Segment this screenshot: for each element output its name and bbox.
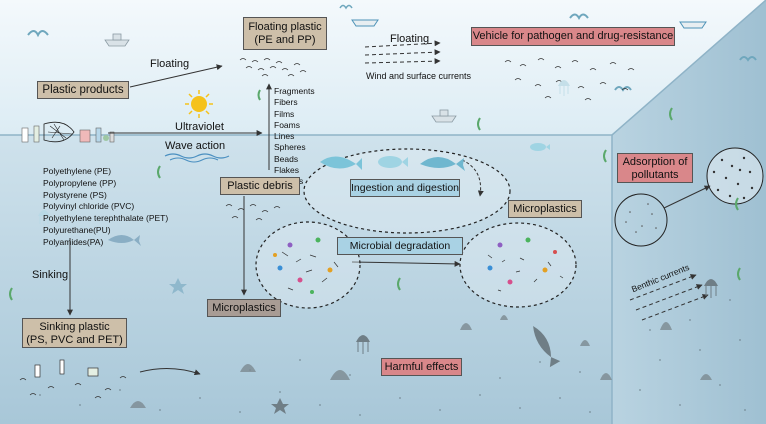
ship-icon [679,21,707,29]
microplastics-left-text: Microplastics [212,302,276,314]
polymer-list: Polyethylene (PE) Polypropylene (PP) Pol… [43,166,168,249]
sinking-debris-icon [19,359,127,399]
fragment-type: Fragments [274,86,315,96]
fragment-type-list: Fragments Fibers Films Foams Lines Spher… [274,86,315,188]
adsorption-box: Adsorption of pollutants [617,153,693,183]
ship-icon [351,19,379,27]
microplastic-fragments [281,251,564,292]
clean-microplastic-particles [625,203,657,233]
sinking-debris-arrow [139,368,201,376]
ingestion-flow-arrow [461,159,484,197]
fish-icon [530,143,550,151]
polymer-item: Polyurethane(PU) [43,224,111,235]
bird-icon [569,13,589,21]
microplastics-right-box: Microplastics [508,200,582,218]
adsorption-polluted-circle [706,147,764,205]
degradation-arrow [351,260,461,267]
microbial-degradation-box: Microbial degradation [337,237,463,255]
bird-icon [339,4,353,10]
bird-icon [27,30,49,38]
polymer-item: Polyethylene (PE) [43,166,112,176]
ship-icon [104,33,130,47]
polymer-item: Polyvinyl chloride (PVC) [43,201,135,212]
starfish-icon [271,398,289,414]
plastic-products-text: Plastic products [42,84,124,96]
fragment-type: Fibers [274,97,298,108]
side-water-body [612,0,766,424]
adsorption-clean-circle [614,193,668,247]
adsorption-link [663,185,711,209]
seaweed-icon [9,89,741,301]
jellyfish-icon [38,210,50,226]
floating-arrow [129,64,223,88]
floating-debris-icon [504,58,635,101]
fragment-type: Lines [274,131,295,142]
plastic-debris-box: Plastic debris [220,177,300,195]
adsorption-title: Adsorption of [622,156,688,168]
fragment-type: Foams [274,119,300,130]
wave-icon [164,153,230,159]
degradation-right-ellipse [459,222,577,308]
plastic-products-box: Plastic products [37,81,129,99]
jellyfish-icon [356,335,370,354]
polymer-item: Polyamides(PA) [43,236,104,247]
cube-edge-diagonal [611,0,766,136]
whale-icon [108,235,141,246]
microplastics-right-text: Microplastics [513,203,577,215]
jellyfish-icon [704,279,718,298]
fragment-type: Spheres [274,142,306,153]
debris-fragments [225,204,281,221]
adsorption-subtitle: pollutants [631,169,679,181]
sinking-plastic-types: (PS, PVC and PET) [26,334,123,346]
harmful-effects-text: Harmful effects [384,361,459,373]
degradation-left-ellipse [255,221,361,309]
floating-plastic-box: Floating plastic (PE and PP) [243,17,327,50]
ship-icon [431,109,457,123]
fragment-type: Beads [274,153,299,164]
sinking-plastic-box: Sinking plastic (PS, PVC and PET) [22,318,127,348]
polymer-item: Polypropylene (PP) [43,177,117,188]
wave-action-label: Wave action [165,140,226,152]
vehicle-box: Vehicle for pathogen and drug-resistance [471,27,675,46]
bird-icon [739,56,757,62]
wind-current-arrows [364,40,441,65]
seabed-silhouettes [130,315,712,408]
sinking-plastic-title: Sinking plastic [39,321,110,333]
floating-debris-icon [239,58,307,77]
jellyfish-icon [558,80,570,96]
microplastics-left-box: Microplastics [207,299,281,317]
vehicle-text: Vehicle for pathogen and drug-resistance [472,30,674,42]
bird-icon [614,86,632,92]
pollutant-particles [712,156,754,200]
floating-top-label: Floating [390,33,430,45]
sinking-label: Sinking [32,269,69,281]
fragment-type: Flakes [274,165,300,176]
wave-icon [169,157,219,163]
ultraviolet-label: Ultraviolet [175,121,224,133]
polymer-item: Polystyrene (PS) [43,189,107,200]
fish-icon [320,156,362,170]
debris-pile-icon [21,121,115,143]
ingestion-box: Ingestion and digestion [350,179,460,197]
microbial-degradation-text: Microbial degradation [349,240,451,252]
floating-plastic-title: Floating plastic [248,21,322,33]
shark-icon [533,326,561,368]
sun-icon [185,90,213,118]
starfish-icon [169,278,187,294]
ingestion-text: Ingestion and digestion [351,182,459,194]
floating-plastic-types: (PE and PP) [254,34,316,46]
seabed-particles [39,299,746,416]
plastic-debris-text: Plastic debris [227,180,293,192]
floating-arrow-label: Floating [150,58,190,70]
fragment-type: Films [274,108,295,119]
wind-currents-label: Wind and surface currents [366,71,472,81]
fish-icon [378,156,408,168]
benthic-current-arrows [629,274,709,321]
whale-icon [420,157,465,171]
harmful-effects-box: Harmful effects [381,358,462,376]
polymer-item: Polyethylene terephthalate (PET) [43,213,169,224]
